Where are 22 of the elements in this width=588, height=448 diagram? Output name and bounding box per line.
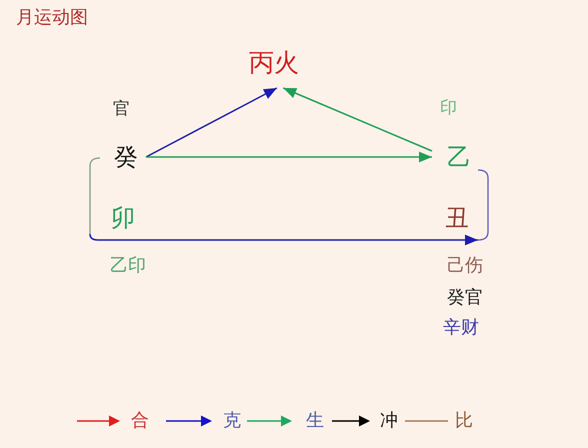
- legend-text: 合: [131, 412, 149, 430]
- legend-text: 比: [455, 412, 473, 430]
- annotation-text: 己伤: [447, 257, 483, 275]
- legend-text: 冲: [380, 412, 398, 430]
- legend-text: 克: [223, 412, 241, 430]
- legend-text: 生: [306, 412, 324, 430]
- arrow: [146, 87, 278, 158]
- bracket: [478, 168, 490, 242]
- title-text: 月运动图: [16, 9, 88, 27]
- bracket: [88, 156, 102, 234]
- arrow: [146, 152, 432, 162]
- arrow: [282, 87, 432, 152]
- character-label: 癸: [106, 142, 146, 172]
- annotation-text: 辛财: [443, 319, 479, 337]
- character-label: 乙: [432, 142, 474, 172]
- annotation-text: 印: [440, 100, 457, 117]
- character-label: 丙火: [245, 50, 303, 88]
- character-label: 卯: [106, 201, 140, 235]
- character-label: 丑: [440, 201, 474, 235]
- annotation-text: 乙印: [110, 257, 146, 275]
- annotation-text: 癸官: [447, 289, 483, 307]
- annotation-text: 官: [113, 101, 130, 118]
